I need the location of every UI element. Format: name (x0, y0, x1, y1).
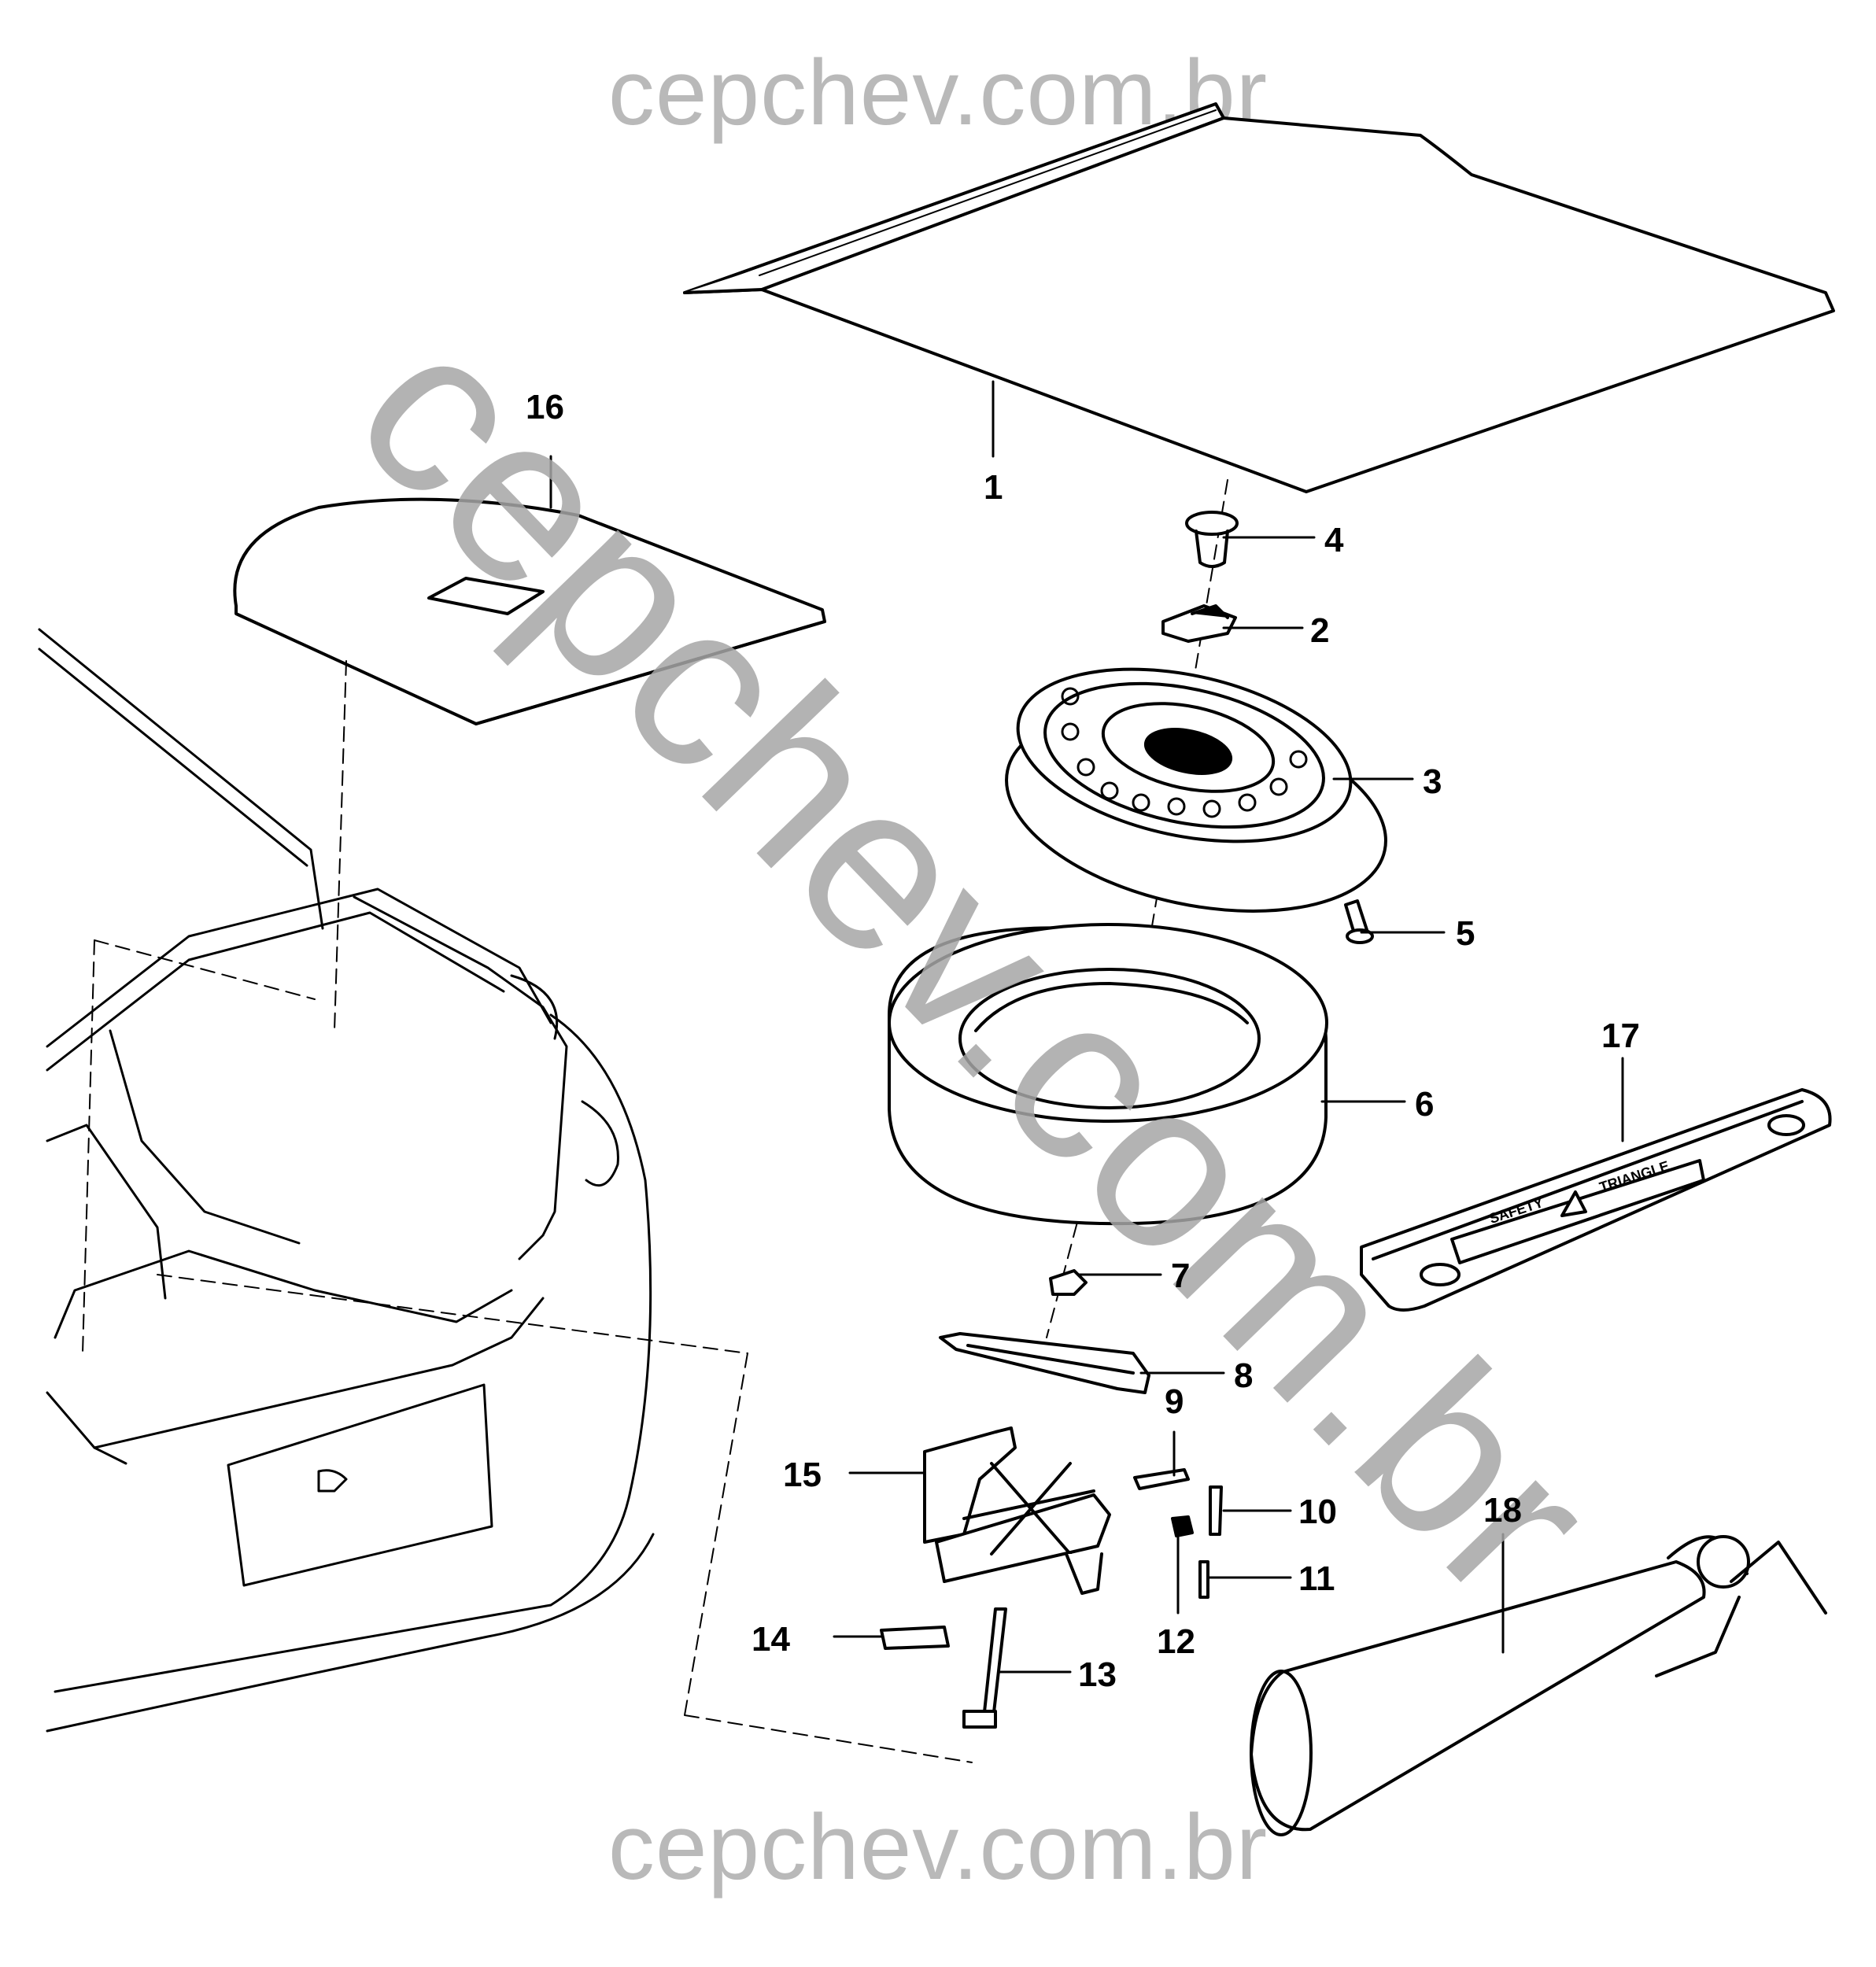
callout-3: 3 (1423, 762, 1442, 801)
part-17-triangle-case (1360, 1088, 1832, 1312)
part-12-nut (1171, 1515, 1194, 1537)
part-8-wrench (939, 1332, 1150, 1394)
callout-2: 2 (1310, 611, 1330, 650)
callout-13: 13 (1078, 1655, 1117, 1694)
callout-15: 15 (783, 1456, 822, 1494)
callout-4: 4 (1324, 521, 1344, 559)
callout-16: 16 (526, 388, 564, 426)
part-14-label (880, 1626, 950, 1650)
part-11-bolt (1198, 1560, 1209, 1599)
part-15-jack (923, 1426, 1111, 1595)
part-9-label (1133, 1468, 1190, 1490)
callout-11: 11 (1298, 1559, 1335, 1598)
part-3-rim (1005, 667, 1387, 913)
part-16-cover (233, 497, 826, 725)
part-18-extinguisher (1250, 1535, 1827, 1836)
callout-1: 1 (984, 468, 1003, 507)
vehicle-rear-body (38, 628, 655, 1733)
callout-10: 10 (1298, 1493, 1337, 1531)
leader-lines (549, 380, 1624, 1674)
part-13-jack-handle (962, 1607, 1007, 1729)
callout-12: 12 (1157, 1622, 1195, 1661)
callout-14: 14 (752, 1620, 790, 1659)
callout-18: 18 (1483, 1491, 1522, 1530)
part-6-tire (888, 923, 1328, 1226)
callout-17: 17 (1601, 1017, 1640, 1055)
callout-5: 5 (1456, 914, 1475, 953)
part-2-retainer (1161, 604, 1237, 643)
watermark-bottom: cepchev.com.br (607, 1795, 1269, 1899)
part-7-clip (1049, 1269, 1088, 1296)
part-4-bolt (1185, 511, 1239, 568)
part-10-pin (1209, 1485, 1223, 1536)
callout-9: 9 (1165, 1382, 1184, 1421)
part-5-bolt (1344, 899, 1374, 944)
callout-8: 8 (1234, 1356, 1254, 1395)
callout-6: 6 (1415, 1085, 1435, 1124)
part-1-floor-cover (683, 102, 1835, 493)
callout-7: 7 (1171, 1257, 1191, 1295)
